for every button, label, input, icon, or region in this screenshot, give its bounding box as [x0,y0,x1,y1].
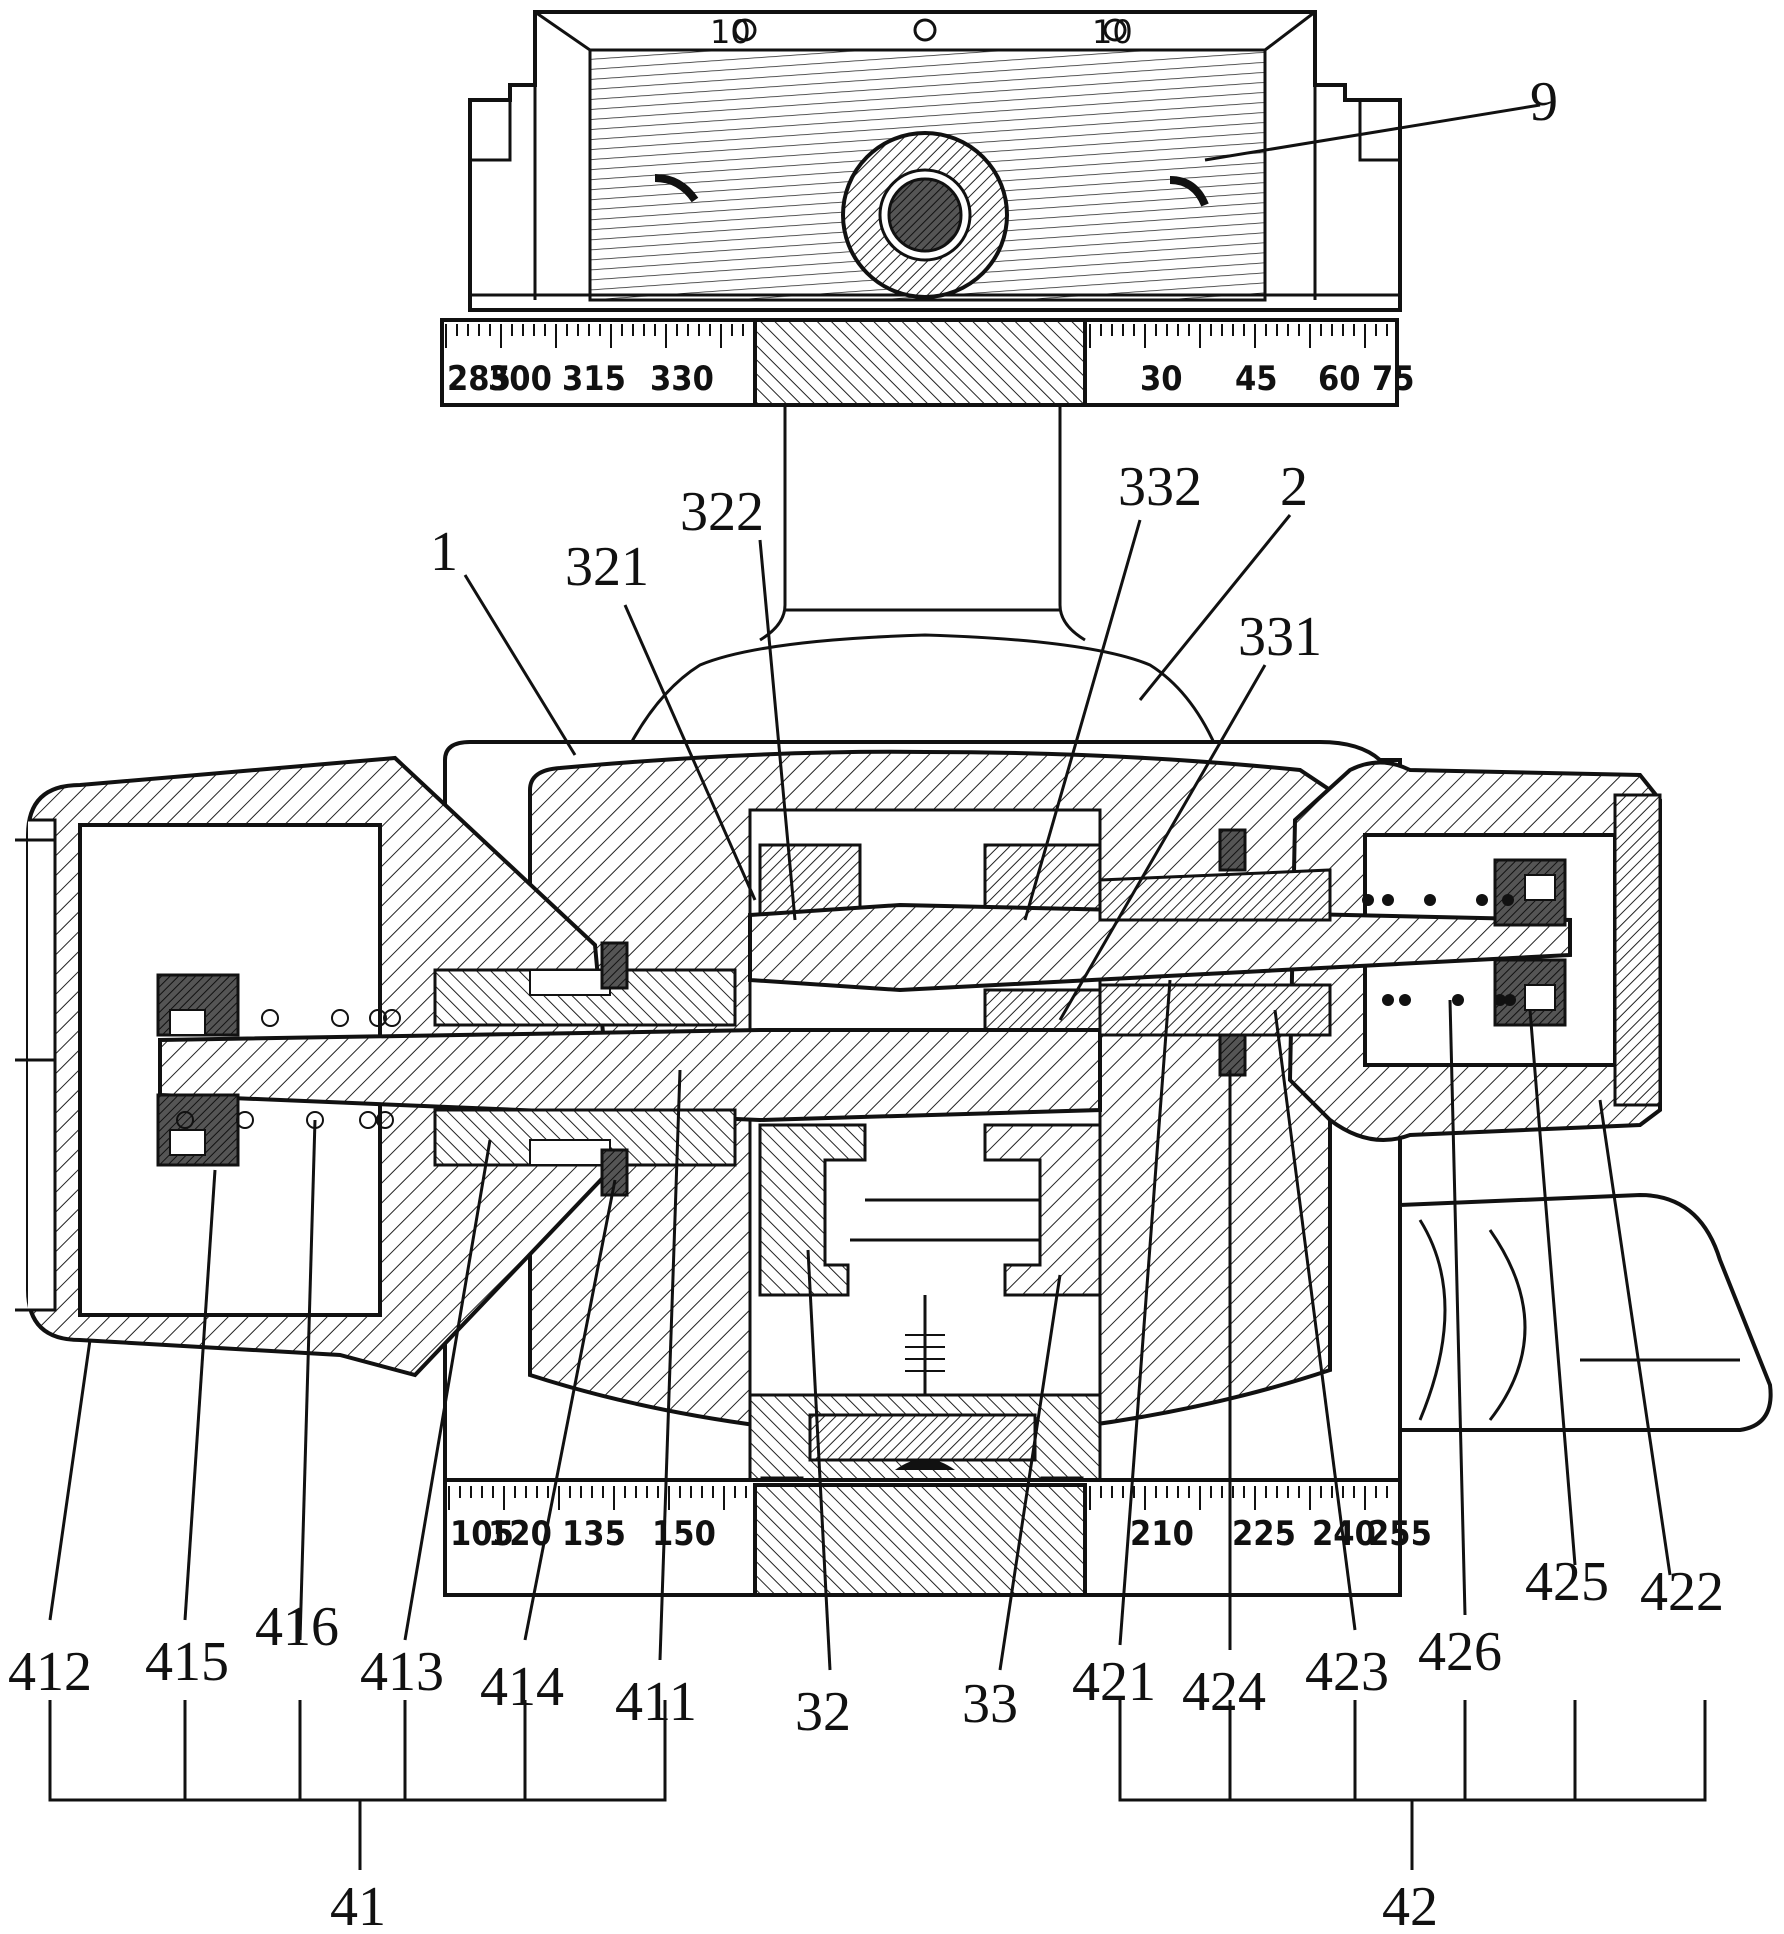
upper-scale-label: 75 [1372,359,1415,399]
lower-scale-label: 255 [1368,1514,1432,1554]
top-mark-right: 10 [1092,13,1133,51]
upper-scale-ring: 285 300 315 330 30 45 60 75 [442,320,1415,405]
callout-412: 412 [8,1641,92,1703]
callout-426: 426 [1418,1621,1502,1683]
callout-41: 41 [330,1876,386,1934]
lower-scale-label: 135 [562,1514,626,1554]
callout-332: 332 [1118,456,1202,518]
callout-424: 424 [1182,1661,1266,1723]
callout-42: 42 [1382,1876,1438,1934]
callout-321: 321 [565,536,649,598]
lower-scale-label: 150 [652,1514,716,1554]
upper-scale-label: 30 [1140,359,1183,399]
callout-411: 411 [615,1671,697,1733]
callout-9: 9 [1530,71,1558,133]
callout-413: 413 [360,1641,444,1703]
callout-415: 415 [145,1631,229,1693]
lower-scale-label: 210 [1130,1514,1194,1554]
upper-scale-label: 45 [1235,359,1278,399]
callout-32: 32 [795,1681,851,1743]
callout-425: 425 [1525,1551,1609,1613]
lower-scale-label: 225 [1232,1514,1296,1554]
callout-1: 1 [430,521,458,583]
upper-scale-label: 60 [1318,359,1361,399]
callout-414: 414 [480,1656,564,1718]
callout-422: 422 [1640,1561,1724,1623]
callout-331: 331 [1238,606,1322,668]
callout-421: 421 [1072,1651,1156,1713]
lower-scale-ring: 105 120 135 150 210 225 240 255 [445,1480,1432,1595]
callout-322: 322 [680,481,764,543]
upper-scale-label: 300 [488,359,552,399]
upper-scale-label: 315 [562,359,626,399]
top-plate: 10 10 [470,12,1400,310]
upper-scale-label: 330 [650,359,714,399]
callout-423: 423 [1305,1641,1389,1703]
callout-2: 2 [1280,456,1308,518]
callout-33: 33 [962,1673,1018,1735]
callout-416: 416 [255,1596,339,1658]
top-mark-left: 10 [710,13,751,51]
